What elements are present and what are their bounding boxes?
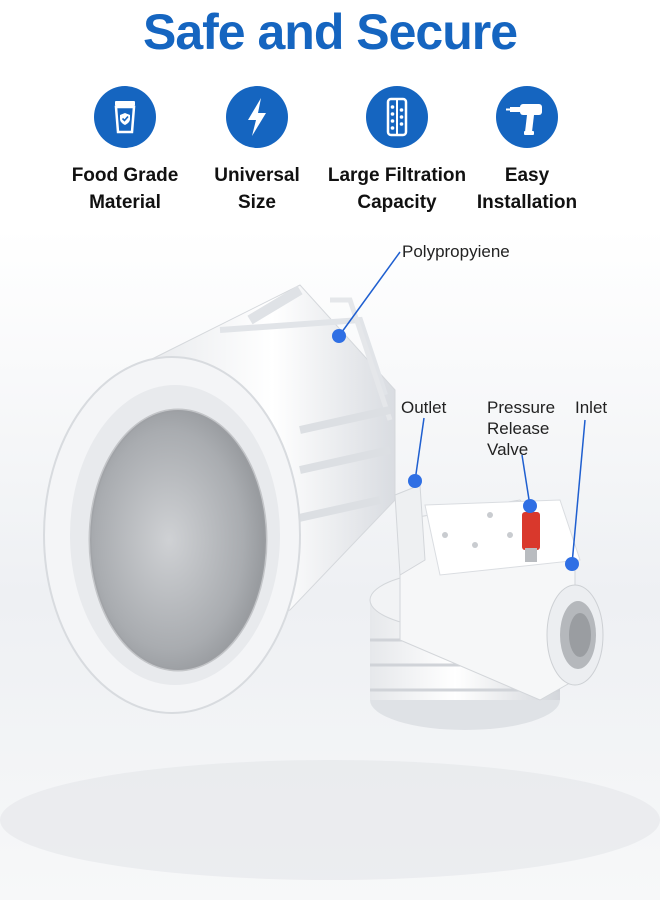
callout-lines	[338, 251, 586, 565]
filter-housing-illustration	[0, 228, 660, 900]
food-grade-cup-icon	[94, 86, 156, 148]
callout-inlet: Inlet	[575, 398, 608, 417]
feature-label: Easy Installation	[476, 165, 578, 213]
lightning-bolt-icon	[226, 86, 288, 148]
drill-icon	[496, 86, 558, 148]
callout-material: Polypropyiene	[402, 242, 510, 261]
feature-food-grade: Food Grade Material	[45, 86, 205, 226]
feature-easy-installation: Easy Installation	[447, 86, 607, 226]
feature-universal-size: Universal Size	[177, 86, 337, 226]
pressure-release-valve	[522, 512, 540, 550]
callout-dot-material	[332, 329, 346, 343]
feature-label: Food Grade Material	[71, 165, 179, 213]
filter-cap	[369, 484, 604, 730]
callout-dot-valve	[523, 499, 537, 513]
feature-label: Large Filtration Capacity	[327, 165, 467, 213]
filter-cartridge-icon	[366, 86, 428, 148]
feature-large-capacity: Large Filtration Capacity	[317, 86, 477, 226]
callout-outlet: Outlet	[401, 398, 447, 417]
feature-label: Universal Size	[214, 165, 300, 213]
callout-pressure-release-valve: Pressure Release Valve	[487, 398, 556, 459]
callout-dot-inlet	[565, 557, 579, 571]
filter-sump	[43, 284, 396, 714]
page-title: Safe and Secure	[142, 4, 518, 60]
callout-dot-outlet	[408, 474, 422, 488]
